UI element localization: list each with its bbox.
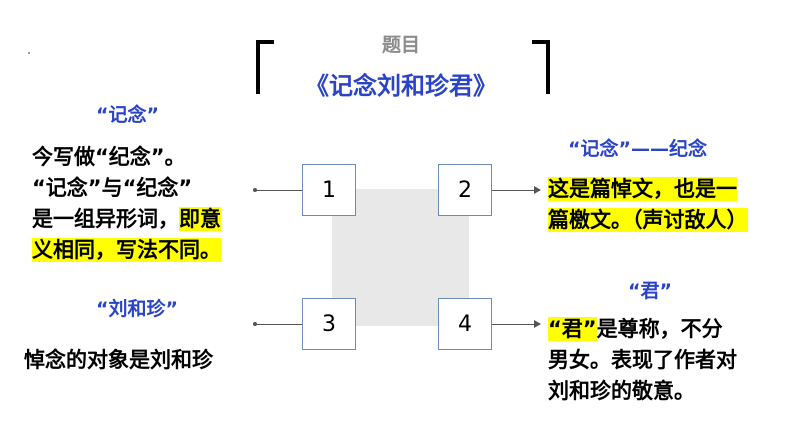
text-jinian-line4-highlight: 义相同，写法不同。 <box>32 238 221 262</box>
heading-jinian: “记念” <box>96 104 159 126</box>
text-jun: “君”是尊称，不分 男女。表现了作者对 刘和珍的敬意。 <box>548 314 788 407</box>
connector-4 <box>492 320 541 328</box>
decorative-dot <box>28 52 30 54</box>
connector-2 <box>492 186 541 194</box>
right-bracket <box>532 40 550 94</box>
text-jinian-line3: 是一组异形词，即意 <box>32 204 262 235</box>
connector-3 <box>253 322 302 326</box>
text-jinian-line1: 今写做“纪念”。 <box>32 145 186 169</box>
page-title: 《记念刘和珍君》 <box>305 72 497 100</box>
text-jun-line3: 刘和珍的敬意。 <box>548 379 695 403</box>
topic-label: 题目 <box>381 34 420 56</box>
heading-jinian-meaning: “记念”——纪念 <box>568 138 707 160</box>
text-jun-line2: 男女。表现了作者对 <box>548 348 737 372</box>
text-jinian-meaning-line2: 篇檄文。（声讨敌人） <box>548 205 788 236</box>
text-jinian-meaning-line1-highlight: 这是篇悼文，也是一 <box>548 177 737 201</box>
text-jinian-line3-highlight: 即意 <box>179 207 221 231</box>
text-jinian-line4: 义相同，写法不同。 <box>32 235 262 266</box>
text-jinian-line3-plain: 是一组异形词， <box>32 207 179 231</box>
number-box-3: 3 <box>302 298 356 350</box>
text-jinian-line2: “记念”与“纪念” <box>32 176 193 200</box>
text-jinian-meaning-line2-highlight: 篇檄文。（声讨敌人） <box>548 208 748 232</box>
number-box-1: 1 <box>302 164 356 216</box>
text-jinian: 今写做“纪念”。 “记念”与“纪念” 是一组异形词，即意 义相同，写法不同。 <box>32 142 262 266</box>
number-box-2: 2 <box>438 164 492 216</box>
text-jinian-meaning-line1: 这是篇悼文，也是一 <box>548 174 788 205</box>
heading-jun: “君” <box>628 280 672 302</box>
left-bracket <box>256 40 274 94</box>
number-box-4: 4 <box>438 298 492 350</box>
text-jinian-meaning: 这是篇悼文，也是一 篇檄文。（声讨敌人） <box>548 174 788 236</box>
connector-1 <box>253 188 302 192</box>
text-jun-line1-highlight: “君” <box>548 317 597 341</box>
text-liuhezhen: 悼念的对象是刘和珍 <box>24 348 213 372</box>
heading-liuhezhen: “刘和珍” <box>96 298 178 320</box>
text-jun-line1-plain: 是尊称，不分 <box>596 317 723 341</box>
text-jun-line1: “君”是尊称，不分 <box>548 314 788 345</box>
